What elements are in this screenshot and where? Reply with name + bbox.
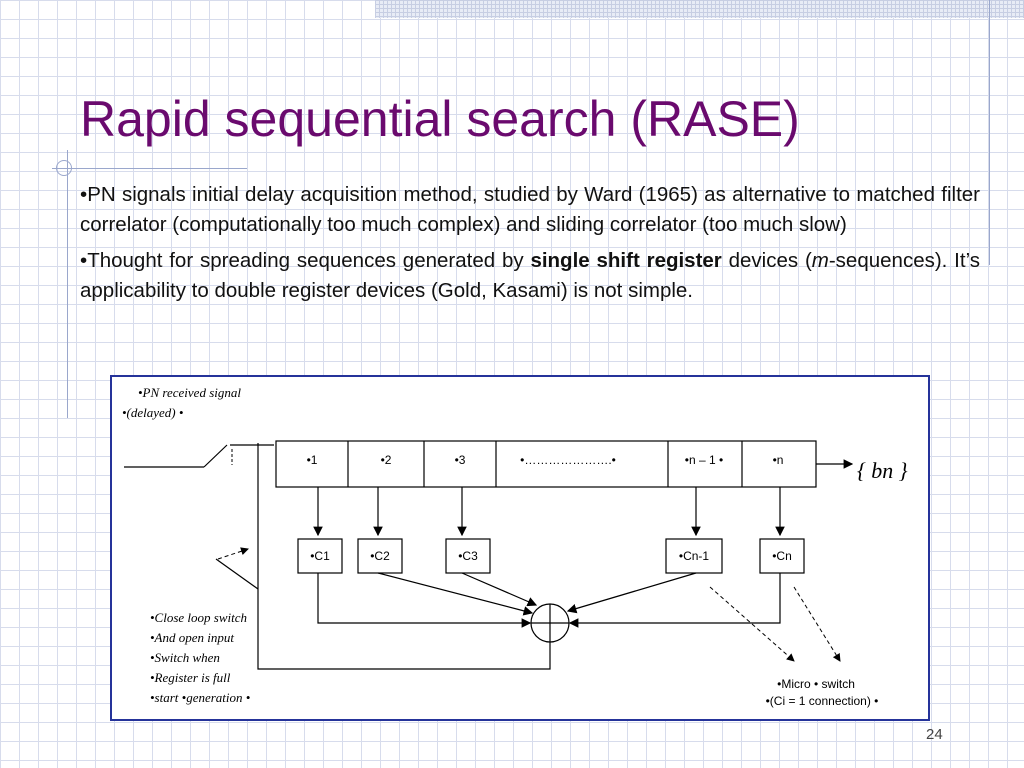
bullet-1: •PN signals initial delay acquisition me… bbox=[80, 180, 980, 240]
bullet-2-bold-term: single shift register bbox=[530, 249, 722, 272]
bullet-1-text: PN signals initial delay acquisition met… bbox=[80, 183, 980, 236]
switch-note-5: •start •generation • bbox=[150, 690, 250, 705]
coefficient-c1: •C1 bbox=[310, 549, 330, 563]
loop-switch-dashed bbox=[217, 547, 249, 560]
bullet-marker: • bbox=[80, 183, 88, 206]
input-switch bbox=[203, 444, 228, 468]
micro-switch-label: •Micro • switch bbox=[777, 677, 855, 691]
decorative-vertical-line-left bbox=[67, 150, 68, 418]
slide-body: •PN signals initial delay acquisition me… bbox=[80, 180, 980, 312]
coefficient-c2: •C2 bbox=[370, 549, 390, 563]
page-number: 24 bbox=[926, 726, 943, 743]
bullet-2-text-after: -sequences). It’s applicability to doubl… bbox=[80, 249, 981, 302]
decorative-horizontal-line bbox=[52, 168, 247, 169]
rase-block-diagram: •PN received signal •(delayed) • •1 •2 •… bbox=[110, 375, 930, 721]
loop-switch bbox=[215, 558, 259, 590]
coefficient-c3: •C3 bbox=[458, 549, 478, 563]
bullet-2-text-middle: devices ( bbox=[721, 249, 812, 272]
coefficient-box-c1 bbox=[297, 538, 343, 574]
register-cell-dots: •………………….• bbox=[520, 453, 616, 467]
switch-note-2: •And open input bbox=[150, 630, 234, 645]
feedback-loop bbox=[257, 443, 551, 670]
coefficient-cn: •Cn bbox=[772, 549, 792, 563]
decorative-band bbox=[375, 0, 1024, 18]
decorative-vertical-line bbox=[989, 0, 990, 265]
register-cell-1: •1 bbox=[307, 453, 318, 467]
register-cell-3: •3 bbox=[455, 453, 466, 467]
bullet-2-italic-term: m bbox=[811, 249, 829, 272]
delayed-label: •(delayed) • bbox=[122, 405, 183, 420]
coefficient-box-cn-1 bbox=[665, 538, 723, 574]
register-cell-n-minus-1: •n – 1 • bbox=[685, 453, 723, 467]
pn-signal-label: •PN received signal bbox=[138, 385, 241, 400]
decorative-circle-icon bbox=[56, 160, 72, 176]
switch-note-1: •Close loop switch bbox=[150, 610, 247, 625]
coefficient-box-cn bbox=[759, 538, 805, 574]
register-cell-n: •n bbox=[773, 453, 784, 467]
bullet-2: •Thought for spreading sequences generat… bbox=[80, 246, 980, 306]
bullet-marker: • bbox=[80, 249, 88, 272]
switch-note-4: •Register is full bbox=[150, 670, 231, 685]
diagram-canvas: •PN received signal •(delayed) • •1 •2 •… bbox=[122, 385, 908, 708]
coefficient-box-c3 bbox=[445, 538, 491, 574]
slide-title: Rapid sequential search (RASE) bbox=[80, 91, 800, 147]
micro-switch-note: •(Ci = 1 connection) • bbox=[766, 694, 879, 708]
bullet-2-text-before: Thought for spreading sequences generate… bbox=[87, 249, 531, 272]
switch-note-3: •Switch when bbox=[150, 650, 220, 665]
coefficient-cn-1: •Cn-1 bbox=[679, 549, 710, 563]
output-sequence-label: { bn } bbox=[857, 458, 908, 483]
register-cell-2: •2 bbox=[381, 453, 392, 467]
